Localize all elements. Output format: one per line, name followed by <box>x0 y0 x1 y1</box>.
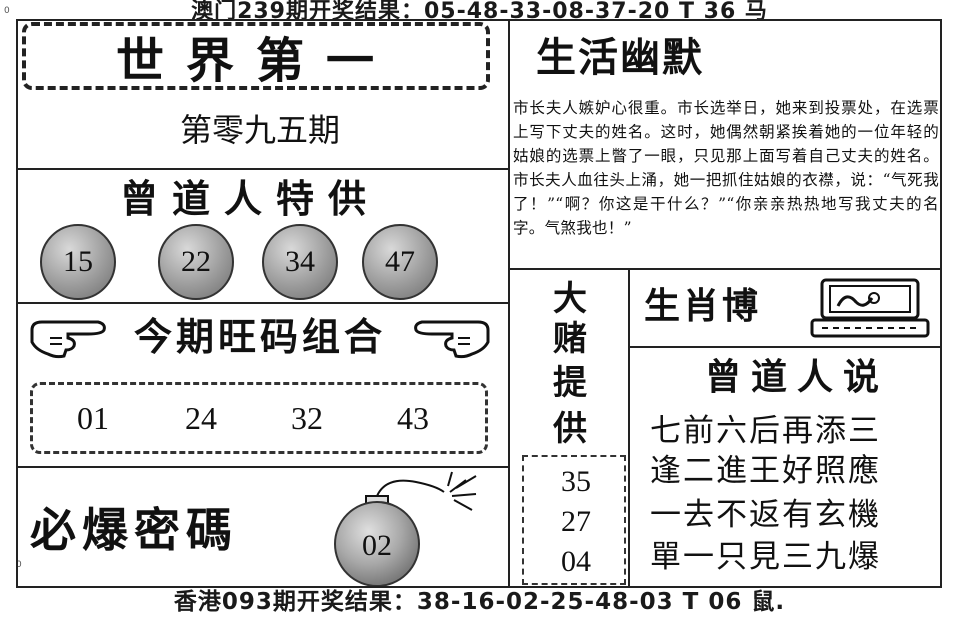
bomb-number: 02 <box>362 529 392 562</box>
big-tip-char: 提 <box>553 363 587 403</box>
combo-number: 24 <box>185 400 217 436</box>
special-heading: 曾道人特供 <box>119 177 380 221</box>
divider-vertical-right <box>628 268 630 588</box>
big-tip-char: 大 <box>553 279 587 319</box>
pointing-hand-left-icon <box>28 316 108 360</box>
big-tip-number-box: 35 27 04 <box>522 455 626 585</box>
combo-number: 43 <box>397 400 429 436</box>
humor-text: 市长夫人嫉妒心很重。市长选举日，她来到投票处，在选票上写下丈夫的姓名。这时，她偶… <box>513 99 939 237</box>
divider-right-2 <box>628 346 942 348</box>
humor-heading: 生活幽默 <box>536 35 704 81</box>
big-tip-number: 35 <box>561 465 591 498</box>
bomb-icon <box>326 470 506 587</box>
big-tip-char: 赌 <box>553 319 587 359</box>
secret-heading: 必爆密碼 <box>30 503 238 557</box>
hongkong-result-banner: 香港093期开奖结果：38-16-02-25-48-03 T 06 鼠. <box>173 589 786 615</box>
macau-result-banner: 澳门239期开奖结果：05-48-33-08-37-20 T 36 马 <box>191 0 768 24</box>
combo-box <box>30 382 488 454</box>
pointing-hand-right-icon <box>412 316 492 360</box>
special-ball: 22 <box>158 224 234 300</box>
saying-line: 逢二進王好照應 <box>650 453 881 489</box>
big-tip-number: 27 <box>561 505 591 538</box>
divider-right-1 <box>508 268 942 270</box>
computer-icon <box>808 276 932 340</box>
combo-heading: 今期旺码组合 <box>133 315 386 359</box>
saying-line: 七前六后再添三 <box>650 413 881 449</box>
combo-number: 32 <box>291 400 323 436</box>
combo-number: 01 <box>77 400 109 436</box>
page-title: 世界第一 <box>115 33 396 89</box>
saying-line: 單一只見三九爆 <box>650 539 881 575</box>
corner-mark-bottom: 0 <box>16 560 22 570</box>
big-tip-number: 04 <box>561 545 591 578</box>
divider-left-1 <box>16 168 510 170</box>
divider-left-2 <box>16 302 510 304</box>
saying-line: 一去不返有玄機 <box>650 497 881 533</box>
special-ball: 34 <box>262 224 338 300</box>
special-ball: 47 <box>362 224 438 300</box>
title-box: 世界第一 <box>22 22 490 90</box>
divider-vertical-main <box>508 19 510 588</box>
issue-number: 第零九五期 <box>179 111 340 149</box>
big-tip-char: 供 <box>553 409 587 449</box>
corner-mark-top: 0 <box>4 6 10 16</box>
special-ball: 15 <box>40 224 116 300</box>
saying-heading: 曾道人说 <box>704 357 889 398</box>
zodiac-heading: 生肖博 <box>644 286 762 327</box>
divider-left-3 <box>16 466 510 468</box>
